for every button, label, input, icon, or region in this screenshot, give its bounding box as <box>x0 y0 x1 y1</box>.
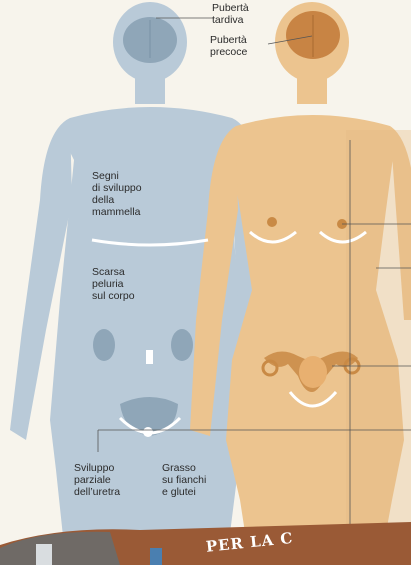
label-segni-sviluppo-mammella: Segni di sviluppo della mammella <box>92 170 142 218</box>
label-grasso-fianchi: Grasso su fianchi e glutei <box>162 462 206 498</box>
male-figure <box>10 2 270 565</box>
label-scarsa-peluria: Scarsa peluria sul corpo <box>92 266 135 302</box>
label-sviluppo-uretra: Sviluppo parziale dell’uretra <box>74 462 120 498</box>
label-puberta-tardiva: Pubertà tardiva <box>212 2 249 26</box>
female-breast-left <box>267 217 277 227</box>
label-puberta-precoce: Pubertà precoce <box>210 34 247 58</box>
